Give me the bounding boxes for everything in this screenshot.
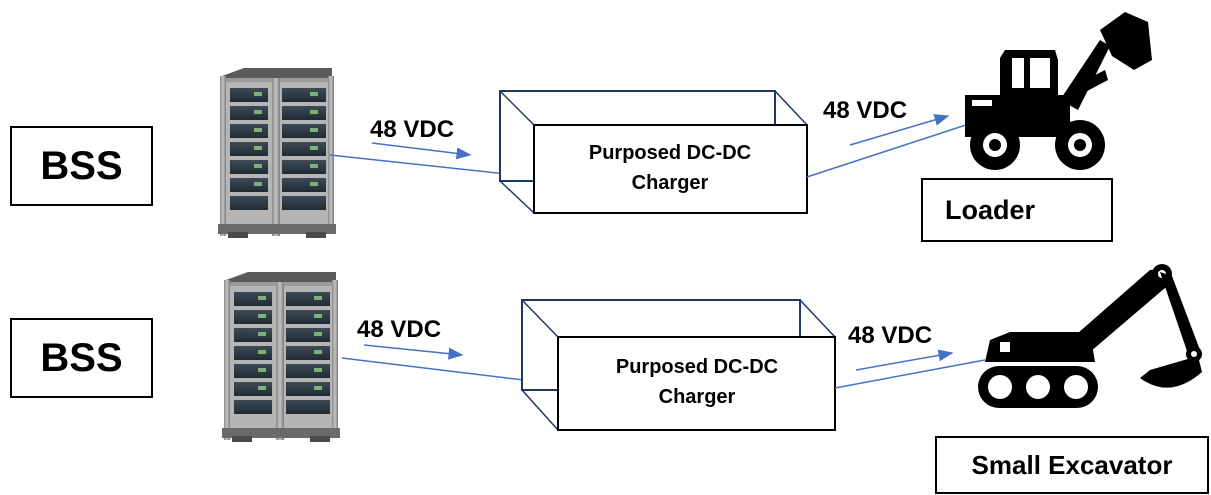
- output-arrow: [855, 349, 954, 371]
- vehicle-label: Loader: [945, 194, 1036, 225]
- charger-label-line-2: Charger: [658, 386, 736, 408]
- input-connector: [329, 154, 526, 177]
- input-connector: [341, 357, 541, 383]
- input-arrow: [371, 142, 472, 160]
- charger-box: [521, 299, 836, 431]
- output-connector: [834, 359, 986, 389]
- input-voltage-label: 48 VDC: [370, 116, 455, 143]
- bss-label-box: BSS: [10, 126, 153, 206]
- charger-label: Purposed DC-DC Charger: [540, 138, 800, 198]
- input-voltage-label: 48 VDC: [357, 316, 442, 343]
- vehicle-label: Small Excavator: [971, 449, 1173, 480]
- output-voltage-label: 48 VDC: [823, 97, 908, 124]
- charger-label-line-1: Purposed DC-DC: [588, 142, 752, 164]
- vehicle-label-box: Small Excavator: [935, 436, 1209, 494]
- charger-label: Purposed DC-DC Charger: [566, 352, 828, 412]
- row-1: [218, 12, 1152, 238]
- bss-label-box: BSS: [10, 318, 153, 398]
- row-2: [222, 264, 1202, 442]
- vehicle-label-box: Loader: [921, 178, 1113, 242]
- bss-label: BSS: [40, 335, 123, 380]
- battery-rack-icon: [218, 68, 336, 238]
- output-voltage-label: 48 VDC: [848, 322, 933, 349]
- loader-icon: [965, 12, 1152, 170]
- charger-box: [499, 90, 808, 214]
- input-arrow: [363, 344, 464, 360]
- output-connector: [806, 121, 976, 178]
- output-arrow: [849, 114, 950, 146]
- excavator-icon: [978, 264, 1202, 408]
- charger-label-line-1: Purposed DC-DC: [615, 356, 779, 378]
- bss-label: BSS: [40, 143, 123, 188]
- charger-label-line-2: Charger: [631, 172, 709, 194]
- battery-rack-icon: [222, 272, 340, 442]
